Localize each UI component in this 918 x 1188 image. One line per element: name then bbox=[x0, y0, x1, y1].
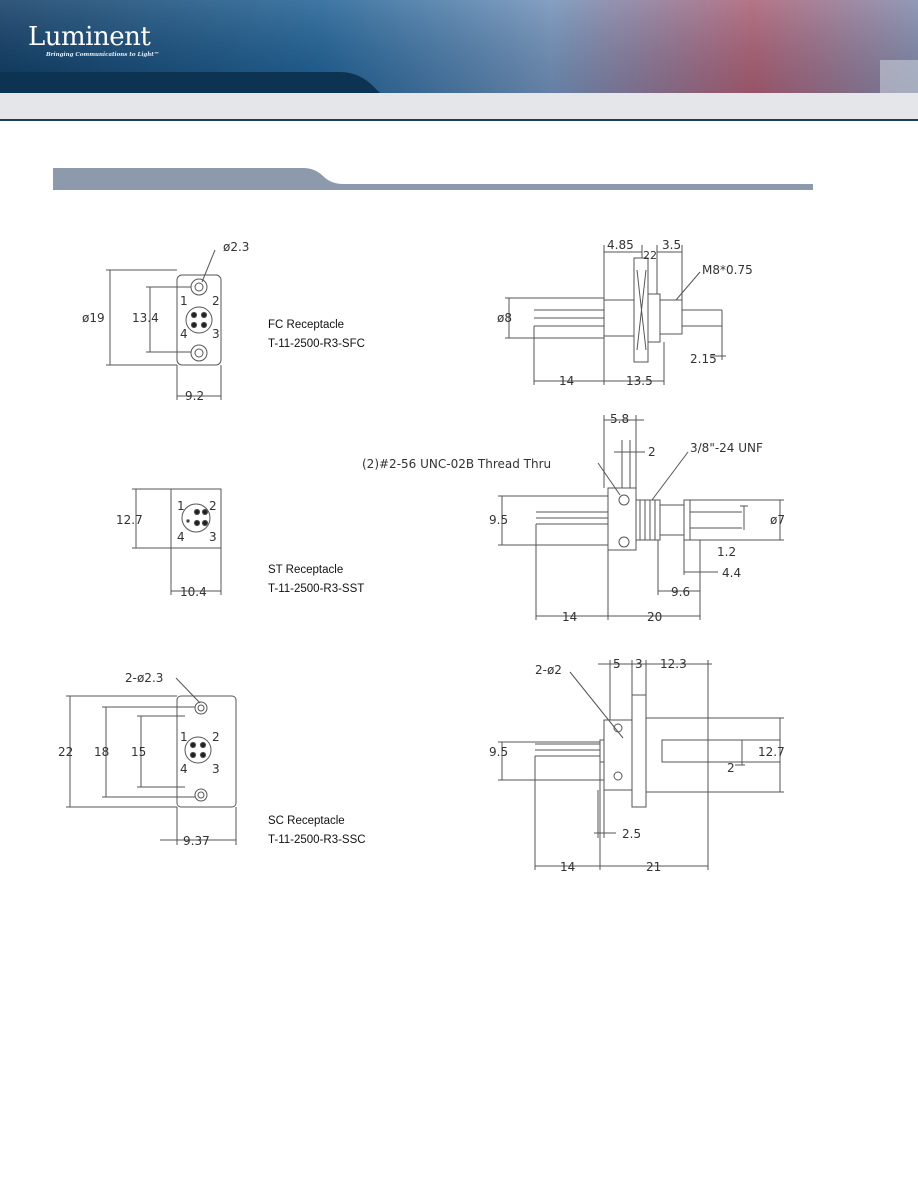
sc-side-dim-2: 3 bbox=[635, 657, 643, 671]
header-banner: Luminent Bringing Communications to Ligh… bbox=[0, 0, 918, 120]
st-side-thread: 3/8"-24 UNF bbox=[690, 441, 763, 455]
st-pin-2: 2 bbox=[209, 499, 217, 513]
sc-pin-1: 1 bbox=[180, 730, 188, 744]
st-side-body: 20 bbox=[647, 610, 662, 624]
sc-pin-3: 3 bbox=[212, 762, 220, 776]
fc-part-number: T-11-2500-R3-SFC bbox=[268, 338, 365, 350]
fc-pin-4: 4 bbox=[180, 327, 188, 341]
fc-side-dia: ø8 bbox=[497, 311, 512, 325]
brand-logo: Luminent bbox=[28, 22, 151, 52]
sc-dim-width: 9.37 bbox=[183, 834, 210, 848]
fc-pin-1: 1 bbox=[180, 294, 188, 308]
fc-side-dim-3: 3.5 bbox=[662, 238, 681, 252]
fc-pin-2: 2 bbox=[212, 294, 220, 308]
header-rule bbox=[0, 119, 918, 121]
st-side-screw: (2)#2-56 UNC-02B Thread Thru bbox=[362, 457, 551, 471]
sc-side-outer: 12.7 bbox=[758, 745, 785, 759]
st-dim-height: 12.7 bbox=[116, 513, 143, 527]
fc-dim-pitch: 13.4 bbox=[132, 311, 159, 325]
sc-receptacle-name: SC Receptacle bbox=[268, 815, 345, 827]
st-side-view bbox=[498, 415, 784, 620]
fc-side-dim-4: 2.15 bbox=[690, 352, 717, 366]
sc-dim-outer: 22 bbox=[58, 745, 73, 759]
st-side-height: 9.5 bbox=[489, 513, 508, 527]
fc-side-lead: 14 bbox=[559, 374, 574, 388]
fc-side-view bbox=[505, 245, 726, 385]
st-pin-1: 1 bbox=[177, 499, 185, 513]
st-side-dim-2: 2 bbox=[648, 445, 656, 459]
fc-receptacle-name: FC Receptacle bbox=[268, 319, 345, 331]
header-graphic bbox=[0, 0, 918, 119]
st-dim-width: 10.4 bbox=[180, 585, 207, 599]
sc-dim-hole: 2-ø2.3 bbox=[125, 671, 163, 685]
fc-side-dim-1: 4.85 bbox=[607, 238, 634, 252]
sc-side-dim-1: 5 bbox=[613, 657, 621, 671]
sc-side-dim-4: 2 bbox=[727, 761, 735, 775]
sc-side-height: 9.5 bbox=[489, 745, 508, 759]
st-part-number: T-11-2500-R3-SST bbox=[268, 583, 365, 595]
brand-tagline: Bringing Communications to Light™ bbox=[46, 52, 160, 58]
sc-side-dim-5: 2.5 bbox=[622, 827, 641, 841]
st-front-view bbox=[132, 488, 222, 595]
st-pin-3: 3 bbox=[209, 530, 217, 544]
sc-side-body: 21 bbox=[646, 860, 661, 874]
section-bar bbox=[53, 168, 813, 190]
sc-dim-mid: 18 bbox=[94, 745, 109, 759]
st-pin-4: 4 bbox=[177, 530, 185, 544]
fc-dim-width: 9.2 bbox=[185, 389, 204, 403]
sc-side-dim-3: 12.3 bbox=[660, 657, 687, 671]
sc-side-view bbox=[498, 660, 784, 870]
sc-side-hole: 2-ø2 bbox=[535, 663, 562, 677]
sc-pin-2: 2 bbox=[212, 730, 220, 744]
fc-side-dim-2: 22 bbox=[643, 249, 657, 262]
st-receptacle-name: ST Receptacle bbox=[268, 564, 344, 576]
st-side-dim-5: 9.6 bbox=[671, 585, 690, 599]
st-side-lead: 14 bbox=[562, 610, 577, 624]
st-side-dia: ø7 bbox=[770, 513, 785, 527]
sc-part-number: T-11-2500-R3-SSC bbox=[268, 834, 366, 846]
fc-dim-height: ø19 bbox=[82, 311, 105, 325]
st-side-dim-4: 4.4 bbox=[722, 566, 741, 580]
fc-dim-hole: ø2.3 bbox=[223, 240, 249, 254]
st-side-dim-3: 1.2 bbox=[717, 545, 736, 559]
sc-front-view bbox=[66, 677, 237, 845]
st-side-dim-1: 5.8 bbox=[610, 412, 629, 426]
sc-dim-inner: 15 bbox=[131, 745, 146, 759]
fc-side-thread: M8*0.75 bbox=[702, 263, 753, 277]
fc-pin-3: 3 bbox=[212, 327, 220, 341]
sc-side-lead: 14 bbox=[560, 860, 575, 874]
fc-side-body: 13.5 bbox=[626, 374, 653, 388]
sc-pin-4: 4 bbox=[180, 762, 188, 776]
fc-front-view bbox=[106, 249, 222, 400]
dimension-labels: ø2.3 ø19 13.4 9.2 1 2 3 4 12.7 10.4 1 2 … bbox=[58, 238, 785, 874]
